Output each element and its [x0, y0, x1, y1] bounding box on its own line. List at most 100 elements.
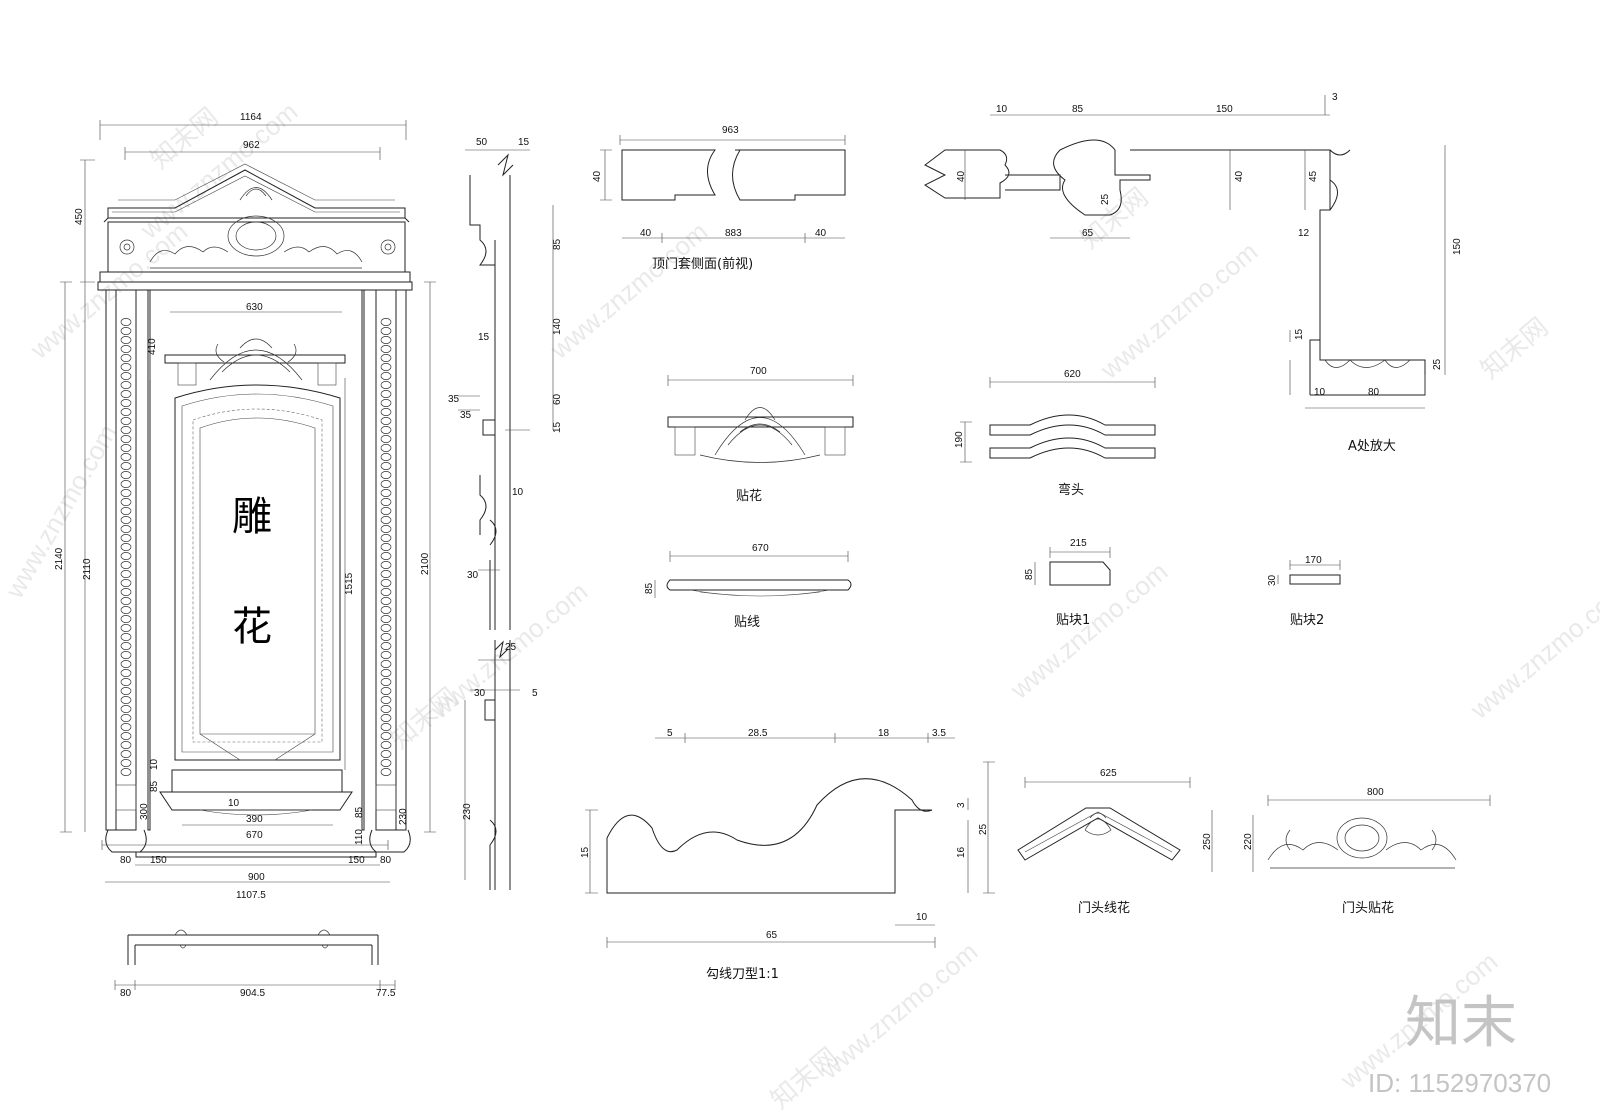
block1-title: 贴块1 [1056, 613, 1090, 628]
dim-label: 45 [1308, 170, 1319, 182]
dim-label: 5 [532, 688, 538, 699]
dim-label: 625 [1100, 768, 1117, 779]
watermark-site: www.znzmo.com [0, 419, 123, 604]
bead-ornament [120, 741, 132, 749]
watermark-site: www.znzmo.com [24, 216, 193, 365]
dim-label: 30 [467, 570, 479, 581]
bead-ornament [120, 651, 132, 659]
bead-ornament [380, 759, 392, 767]
watermark-site: www.znzmo.com [1464, 576, 1600, 725]
bead-ornament [120, 336, 132, 344]
top-casing-side-title: 顶门套侧面(前视) [652, 256, 753, 272]
dim-label: 630 [246, 302, 263, 313]
dim-label: 85 [1072, 104, 1084, 115]
carved-text-2: 花 [232, 604, 272, 650]
applique-title: 贴花 [736, 488, 762, 504]
bead-ornament [120, 354, 132, 362]
watermark-site: www.znzmo.com [544, 216, 713, 365]
dim-label: 700 [750, 366, 767, 377]
bead-ornament [120, 543, 132, 551]
watermark-cn: 知末网 [1075, 181, 1154, 254]
bead-ornament [120, 534, 132, 542]
dim-label: 800 [1367, 787, 1384, 798]
dim-label: 25 [978, 823, 989, 835]
bead-ornament [120, 705, 132, 713]
dim-label: 80 [1368, 387, 1380, 398]
bead-ornament [120, 714, 132, 722]
dim-label: 77.5 [376, 988, 396, 999]
dim-label: 85 [354, 806, 365, 818]
bead-ornament [380, 570, 392, 578]
brand-logo: 知末 [1405, 991, 1517, 1056]
dim-label: 904.5 [240, 988, 265, 999]
bead-ornament [120, 723, 132, 731]
dim-label: 140 [552, 318, 563, 335]
dim-label: 883 [725, 228, 742, 239]
dim-label: 10 [228, 798, 240, 809]
bead-ornament [380, 381, 392, 389]
dim-label: 390 [246, 814, 263, 825]
bead-ornament [380, 606, 392, 614]
dim-label: 16 [956, 846, 967, 858]
bead-ornament [380, 588, 392, 596]
bead-ornament [120, 633, 132, 641]
bead-ornament [380, 705, 392, 713]
dim-label: 10 [1314, 387, 1326, 398]
bead-ornament [380, 615, 392, 623]
bead-ornament [120, 390, 132, 398]
bead-ornament [120, 489, 132, 497]
bead-ornament [380, 624, 392, 632]
dim-label: 12 [1298, 228, 1310, 239]
header-trim-flower-title: 门头线花 [1078, 900, 1130, 916]
bead-ornament [120, 435, 132, 443]
bead-ornament [380, 714, 392, 722]
bead-ornament [120, 399, 132, 407]
dim-label: 3 [1332, 92, 1338, 103]
bead-ornament [380, 399, 392, 407]
bead-ornament [380, 741, 392, 749]
bead-ornament [380, 723, 392, 731]
bead-ornament [120, 660, 132, 668]
bead-ornament [380, 435, 392, 443]
image-id: ID: 1152970370 [1368, 1068, 1551, 1098]
dim-label: 65 [1082, 228, 1094, 239]
bead-ornament [380, 471, 392, 479]
bead-ornament [120, 426, 132, 434]
carved-text-1: 雕 [232, 494, 272, 540]
dim-label: 300 [139, 803, 150, 820]
dim-label: 25 [1100, 193, 1111, 205]
header-trim-flower: 625 250 门头线花 [1017, 768, 1213, 916]
dim-label: 5 [667, 728, 673, 739]
bead-ornament [120, 750, 132, 758]
bead-ornament [380, 372, 392, 380]
bead-ornament [380, 354, 392, 362]
header-applique: 800 220 门头贴花 [1243, 787, 1491, 916]
bead-ornament [120, 327, 132, 335]
dim-label: 670 [752, 543, 769, 554]
bead-ornament [120, 696, 132, 704]
bead-ornament [120, 318, 132, 326]
trim-line-title: 贴线 [734, 615, 760, 630]
bead-ornament [120, 597, 132, 605]
bead-ornament [120, 615, 132, 623]
bead-ornament [380, 678, 392, 686]
bead-ornament [380, 408, 392, 416]
dim-label: 150 [150, 855, 167, 866]
dim-label: 10 [996, 104, 1008, 115]
applique-detail: 700 贴花 [667, 366, 854, 504]
top-casing-side-view: 963 40 40 883 40 顶门套侧面(前视) [592, 125, 846, 272]
bead-ornament [120, 588, 132, 596]
bead-ornament [120, 642, 132, 650]
bead-ornament [120, 363, 132, 371]
dim-label: 40 [592, 170, 603, 182]
bead-ornament [120, 606, 132, 614]
dim-label: 215 [1070, 538, 1087, 549]
bead-ornament [120, 516, 132, 524]
dim-label: 25 [505, 642, 517, 653]
bead-ornament [120, 570, 132, 578]
bead-ornament [120, 345, 132, 353]
bead-ornament [380, 579, 392, 587]
bend-title: 弯头 [1058, 482, 1084, 498]
dim-label: 25 [1432, 358, 1443, 370]
bead-ornament [380, 507, 392, 515]
